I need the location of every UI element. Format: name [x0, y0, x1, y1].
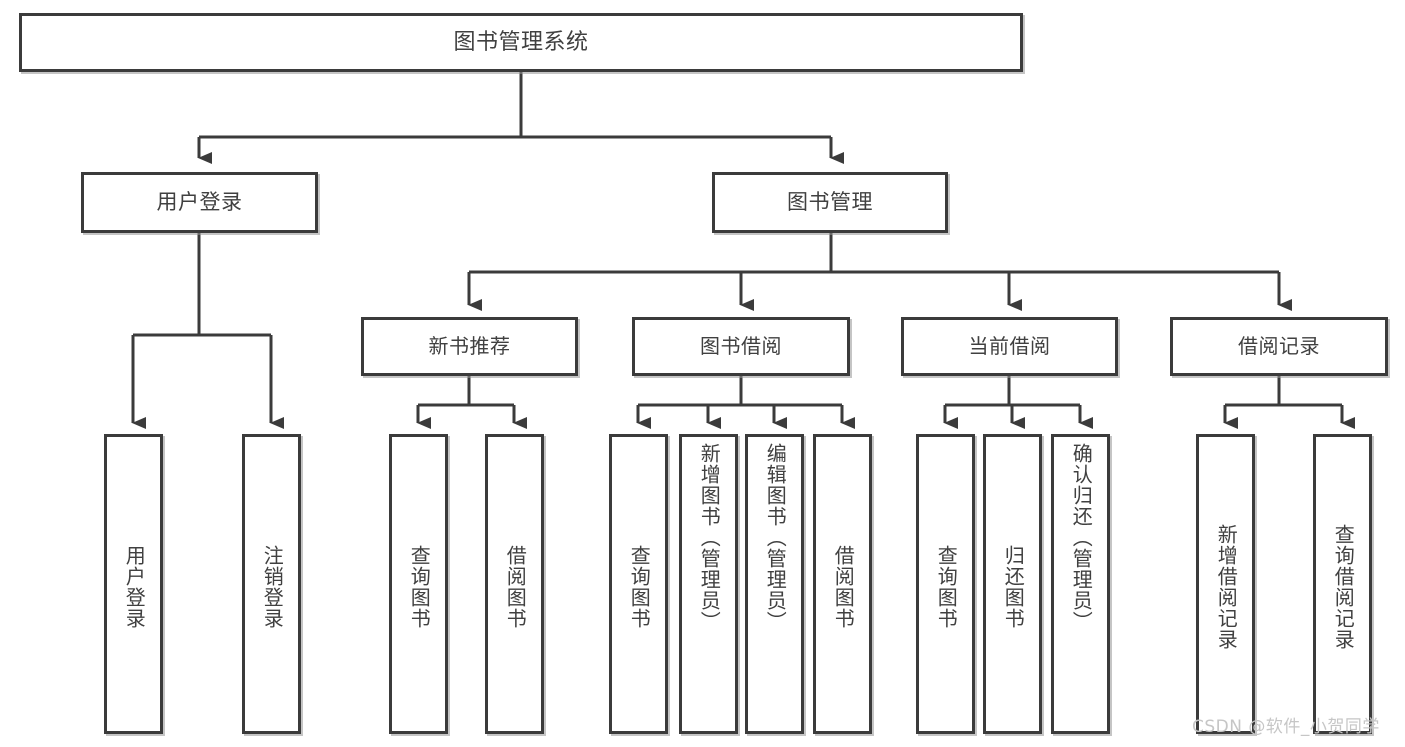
node-label: 编辑图书（管理员） [763, 443, 788, 632]
node-label: 借阅图书 [503, 545, 528, 629]
node-label: 新增图书（管理员） [697, 443, 722, 632]
node-new-book-recommend[interactable]: 新书推荐 [361, 317, 578, 376]
leaf-confirm-return-admin[interactable]: 确认归还（管理员） [1051, 434, 1110, 734]
leaf-query-book-recommend[interactable]: 查询图书 [389, 434, 448, 734]
node-label: 借阅记录 [1238, 334, 1320, 358]
node-label: 图书管理 [787, 190, 873, 215]
leaf-add-book-admin[interactable]: 新增图书（管理员） [679, 434, 738, 734]
node-label: 图书借阅 [700, 334, 782, 358]
node-user-login[interactable]: 用户登录 [81, 172, 318, 233]
node-label: 查询图书 [407, 545, 432, 629]
leaf-user-login[interactable]: 用户登录 [104, 434, 163, 734]
node-label: 用户登录 [122, 545, 147, 629]
node-current-borrow[interactable]: 当前借阅 [901, 317, 1118, 376]
node-label: 用户登录 [156, 190, 243, 215]
watermark: CSDN @软件_小贺同学 [1192, 717, 1380, 737]
leaf-borrow-book-recommend[interactable]: 借阅图书 [485, 434, 544, 734]
leaf-query-borrow-record[interactable]: 查询借阅记录 [1313, 434, 1372, 734]
leaf-return-book[interactable]: 归还图书 [983, 434, 1042, 734]
node-book-management[interactable]: 图书管理 [712, 172, 948, 233]
node-root-system[interactable]: 图书管理系统 [19, 13, 1023, 72]
leaf-query-book-borrow[interactable]: 查询图书 [609, 434, 668, 734]
leaf-edit-book-admin[interactable]: 编辑图书（管理员） [745, 434, 804, 734]
node-label: 借阅图书 [831, 545, 856, 629]
node-label: 查询图书 [627, 545, 652, 629]
leaf-logout[interactable]: 注销登录 [242, 434, 301, 734]
node-label: 查询借阅记录 [1331, 524, 1356, 650]
node-book-borrow[interactable]: 图书借阅 [632, 317, 850, 376]
leaf-query-book-current[interactable]: 查询图书 [916, 434, 975, 734]
node-label: 确认归还（管理员） [1069, 443, 1094, 632]
node-label: 归还图书 [1001, 545, 1026, 629]
node-borrow-record[interactable]: 借阅记录 [1170, 317, 1388, 376]
node-label: 当前借阅 [968, 334, 1051, 358]
node-label: 新增借阅记录 [1214, 524, 1239, 650]
node-label: 注销登录 [260, 545, 285, 629]
leaf-add-borrow-record[interactable]: 新增借阅记录 [1196, 434, 1255, 734]
node-label: 查询图书 [934, 545, 959, 629]
node-label: 新书推荐 [428, 334, 511, 358]
leaf-borrow-book[interactable]: 借阅图书 [813, 434, 872, 734]
node-label: 图书管理系统 [453, 29, 589, 55]
